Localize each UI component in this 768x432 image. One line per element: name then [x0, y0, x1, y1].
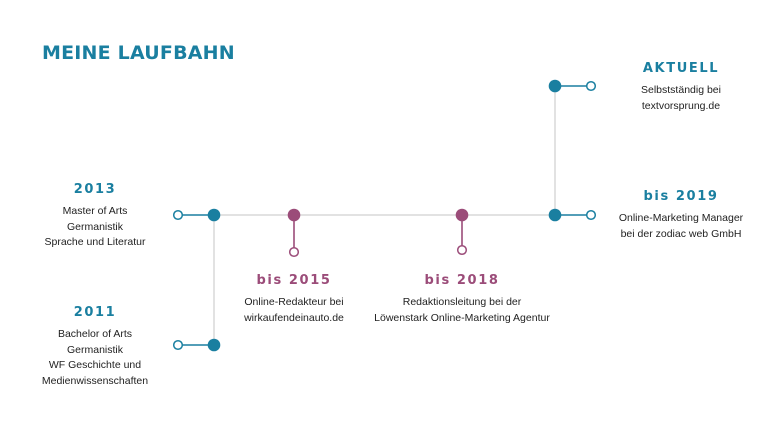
node-2011 [207, 338, 221, 352]
node-2015 [287, 208, 301, 222]
milestone-2015-year: bis 2015 [256, 273, 332, 288]
milestone-2018-year: bis 2018 [424, 273, 500, 288]
node-aktuell [548, 79, 562, 93]
milestone-aktuell-line-2: textvorsprung.de [641, 99, 721, 112]
milestone-2011-line-4: Medienwissenschaften [41, 374, 149, 387]
milestone-2019: bis 2019 Online-Marketing Manager bei de… [601, 189, 761, 242]
milestone-aktuell: AKTUELL Selbstständig bei textvorsprung.… [606, 61, 756, 114]
page-title: MEINE LAUFBAHN [42, 42, 235, 64]
node-2019 [548, 208, 562, 222]
milestone-2015-line-2: wirkaufendeinauto.de [244, 311, 344, 324]
milestone-2011-line-1: Bachelor of Arts [57, 328, 133, 340]
milestone-2013-line-2: Germanistik [66, 220, 123, 233]
milestone-2018: bis 2018 Redaktionsleitung bei der Löwen… [357, 273, 567, 326]
open-node-2019 [585, 209, 597, 221]
milestone-2015-line-1: Online-Redakteur bei [244, 296, 344, 308]
open-node-aktuell [585, 80, 597, 92]
open-node-2018 [456, 244, 468, 256]
open-node-2013 [172, 209, 184, 221]
node-2013 [207, 208, 221, 222]
milestone-2013-line-1: Master of Arts [62, 205, 128, 217]
milestone-2011-line-3: WF Geschichte und [48, 359, 142, 371]
node-2018 [455, 208, 469, 222]
milestone-2011-line-2: Germanistik [66, 343, 123, 356]
milestone-aktuell-year: AKTUELL [642, 61, 720, 76]
open-node-2011 [172, 339, 184, 351]
milestone-2019-year: bis 2019 [643, 189, 719, 204]
milestone-2018-line-1: Redaktionsleitung bei der [402, 296, 522, 308]
milestone-2013-line-3: Sprache und Literatur [44, 236, 146, 248]
milestone-2015: bis 2015 Online-Redakteur bei wirkaufend… [219, 273, 369, 326]
open-node-2015 [288, 246, 300, 258]
milestone-2011: 2011 Bachelor of Arts Germanistik WF Ges… [20, 305, 170, 389]
milestone-2011-year: 2011 [73, 305, 117, 320]
milestone-2013-year: 2013 [73, 182, 117, 197]
milestone-2019-line-1: Online-Marketing Manager [618, 212, 744, 224]
milestone-2019-line-2: bei der zodiac web GmbH [620, 227, 742, 240]
milestone-aktuell-line-1: Selbstständig bei [641, 84, 721, 96]
milestone-2013: 2013 Master of Arts Germanistik Sprache … [20, 182, 170, 251]
milestone-2018-line-2: Löwenstark Online-Marketing Agentur [374, 311, 550, 324]
